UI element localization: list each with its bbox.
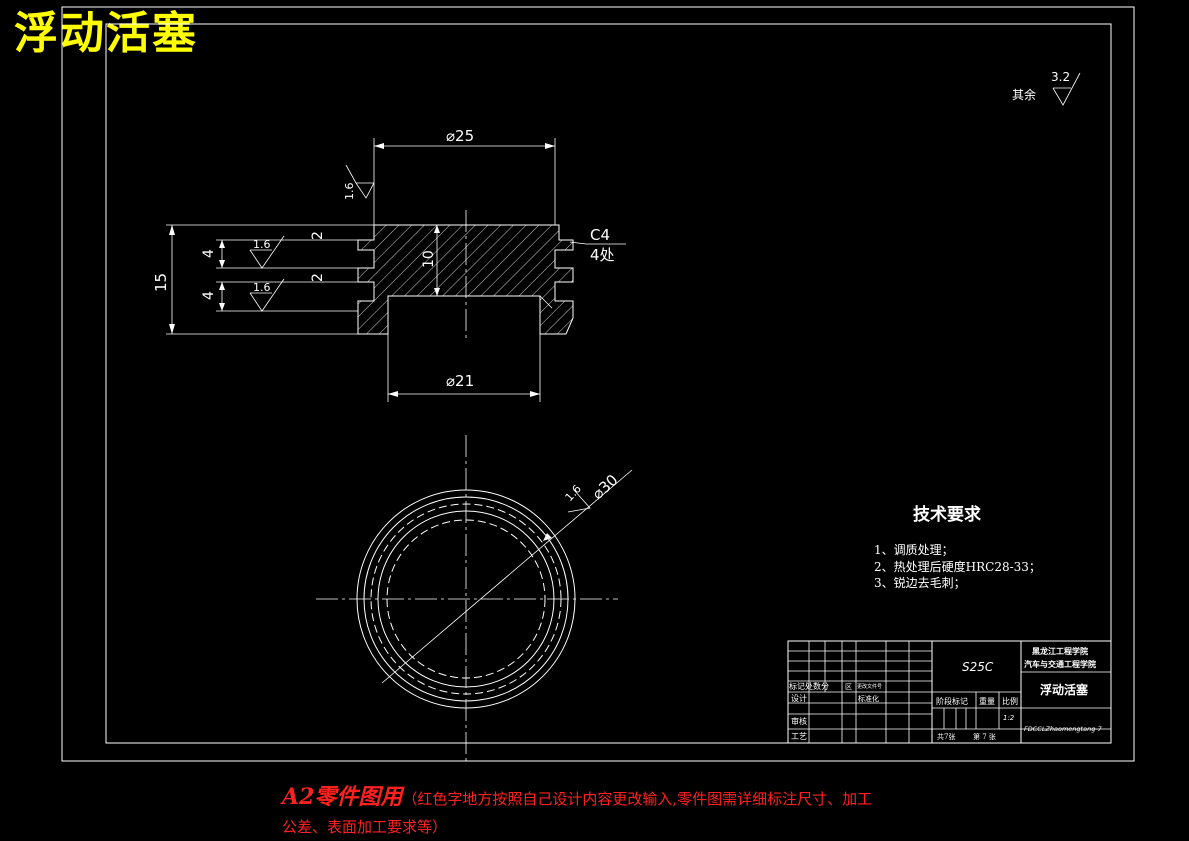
outer-border (61, 6, 1135, 762)
chamfer-label: C4 (590, 226, 610, 244)
section-body (357, 224, 574, 335)
note-body: （红色字地方按照自己设计内容更改输入,零件图需详细标注尺寸、加工 (402, 790, 873, 808)
scale-value: 1:2 (1003, 714, 1015, 722)
label-change-doc: 更改文件号 (857, 683, 882, 690)
department-name: 汽车与交通工程学院 (1024, 659, 1096, 669)
title-block: S25C 黑龙江工程学院 汽车与交通工程学院 浮动活塞 FDCCLZhaomen… (787, 640, 1112, 744)
tech-req-item-2: 2、热处理后硬度HRC28-33； (874, 559, 1041, 574)
roughness-groove-1: 1.6 (253, 238, 271, 251)
bore-diameter-label: ⌀21 (446, 372, 474, 390)
dim-height: 15 (152, 224, 374, 335)
dim-land-2: 2 (310, 273, 326, 282)
roughness-top-value: 1.6 (343, 183, 356, 201)
drawing-number: FDCCLZhaomengtang-7 (1024, 725, 1103, 733)
material-label: S25C (962, 660, 994, 674)
circle-diameter-label: ⌀30 (589, 471, 622, 503)
title-block-part-name: 浮动活塞 (1040, 682, 1089, 697)
dim-bore-diameter: ⌀21 (387, 334, 541, 402)
groove-width-label-2: 4 (201, 291, 217, 300)
section-view: C4 4处 (357, 210, 626, 340)
dim-groove-1: 4 1.6 (201, 235, 358, 269)
drawing-title: 浮动活塞 (14, 8, 198, 59)
outer-diameter-label: ⌀25 (446, 127, 474, 145)
label-weight: 重量 (979, 696, 995, 706)
school-name: 黑龙江工程学院 (1032, 646, 1088, 656)
sheet-number: 第 7 张 (973, 732, 996, 741)
chamfer-count-label: 4处 (590, 246, 615, 264)
tech-requirements-heading: 技术要求 (913, 504, 981, 525)
note-line2: 公差、表面加工要求等） (282, 818, 448, 836)
label-std: 标准化 (858, 694, 879, 703)
label-mark: 标记处数分 (789, 681, 829, 691)
label-design: 设计 (791, 693, 807, 703)
depth-label: 10 (421, 250, 437, 268)
label-ratio: 比例 (1002, 696, 1018, 706)
inner-border (105, 23, 1112, 744)
bottom-note: A2零件图用（红色字地方按照自己设计内容更改输入,零件图需详细标注尺寸、加工 公… (282, 783, 1022, 841)
total-sheets: 共7张 (937, 732, 955, 741)
label-process: 工艺 (791, 732, 807, 741)
tech-req-item-1: 1、调质处理； (874, 543, 954, 557)
dim-depth: 10 (421, 225, 440, 296)
land-width-label-1: 2 (310, 231, 326, 240)
tech-req-item-3: 3、锐边去毛刺； (874, 576, 966, 590)
roughness-groove-2: 1.6 (253, 281, 271, 294)
tech-requirements: 技术要求 1、调质处理； 2、热处理后硬度HRC28-33； 3、锐边去毛刺； (874, 504, 1041, 590)
default-roughness-symbol: 其余 3.2 (1012, 70, 1081, 106)
note-prefix: A2零件图用 (282, 784, 403, 810)
label-stage: 阶段标记 (936, 696, 968, 706)
dim-groove-2: 4 1.6 (201, 278, 358, 312)
label-review: 审核 (791, 716, 807, 726)
roughness-default-value: 3.2 (1051, 70, 1070, 84)
label-region: 区 (845, 683, 852, 691)
roughness-default-label: 其余 (1012, 87, 1036, 102)
roughness-top-face: 1.6 (343, 164, 375, 201)
top-view: ⌀30 1.6 (316, 435, 633, 762)
groove-width-label-1: 4 (201, 249, 217, 258)
dim-land-1: 2 (310, 231, 326, 240)
dim-outer-diameter: ⌀25 (373, 127, 556, 225)
roughness-circle-value: 1.6 (563, 482, 584, 504)
height-label: 15 (152, 273, 170, 292)
land-width-label-2: 2 (310, 273, 326, 282)
